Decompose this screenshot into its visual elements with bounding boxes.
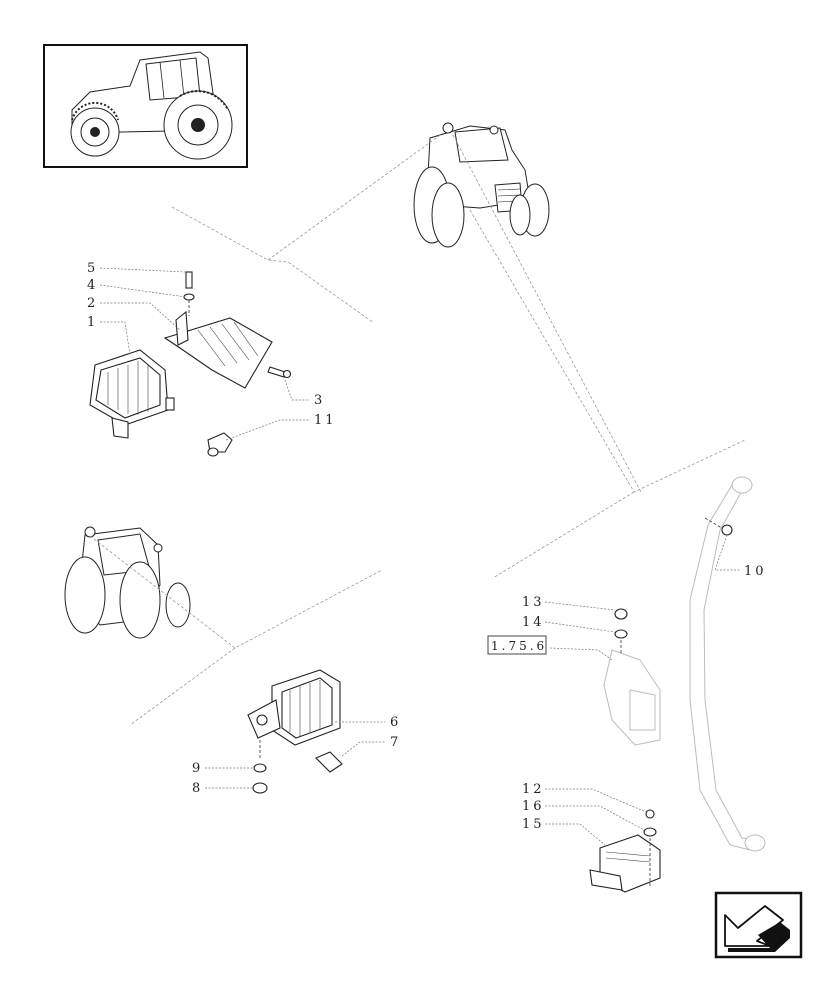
reference-box: 1.75.6 — [487, 635, 547, 655]
callout-11: 11 — [314, 413, 337, 428]
bulb-part — [315, 751, 343, 773]
back-arrow-button[interactable] — [714, 891, 803, 959]
tractor-thumbnail — [43, 44, 248, 168]
nut-part — [643, 827, 657, 837]
tractor-front-view — [413, 122, 550, 248]
lower-worklight-assembly — [205, 669, 385, 794]
tractor-rear-view — [64, 526, 191, 639]
guide-lines — [89, 132, 746, 726]
screw-part — [645, 809, 655, 819]
callout-15: 15 — [522, 817, 545, 832]
callout-labels: 5 4 2 1 3 11 10 13 14 6 7 9 8 12 16 15 — [87, 261, 767, 832]
screw-part — [267, 366, 286, 378]
callout-6: 6 — [390, 715, 401, 730]
callout-9: 9 — [192, 761, 203, 776]
callout-5: 5 — [87, 261, 98, 276]
bolt-part — [185, 271, 193, 289]
arrow-icon — [724, 905, 790, 952]
callout-13: 13 — [522, 595, 545, 610]
reference-label: 1.75.6 — [491, 639, 547, 653]
washer-part — [614, 629, 628, 639]
callout-12: 12 — [522, 782, 545, 797]
nut-part — [614, 608, 628, 620]
upper-worklight-assembly — [89, 267, 310, 457]
callout-4: 4 — [87, 278, 98, 293]
callout-1: 1 — [87, 315, 98, 330]
nut-part — [252, 782, 268, 794]
callout-16: 16 — [522, 799, 545, 814]
right-mirror-assembly — [544, 476, 766, 893]
screw-part — [721, 524, 733, 536]
washer-part — [253, 763, 267, 773]
bracket-part — [163, 317, 273, 389]
washer-part — [183, 293, 195, 301]
callout-10: 10 — [744, 564, 767, 579]
callout-7: 7 — [390, 735, 401, 750]
callout-8: 8 — [192, 781, 203, 796]
callout-14: 14 — [522, 615, 545, 630]
callout-3: 3 — [314, 393, 325, 408]
callout-2: 2 — [87, 296, 98, 311]
